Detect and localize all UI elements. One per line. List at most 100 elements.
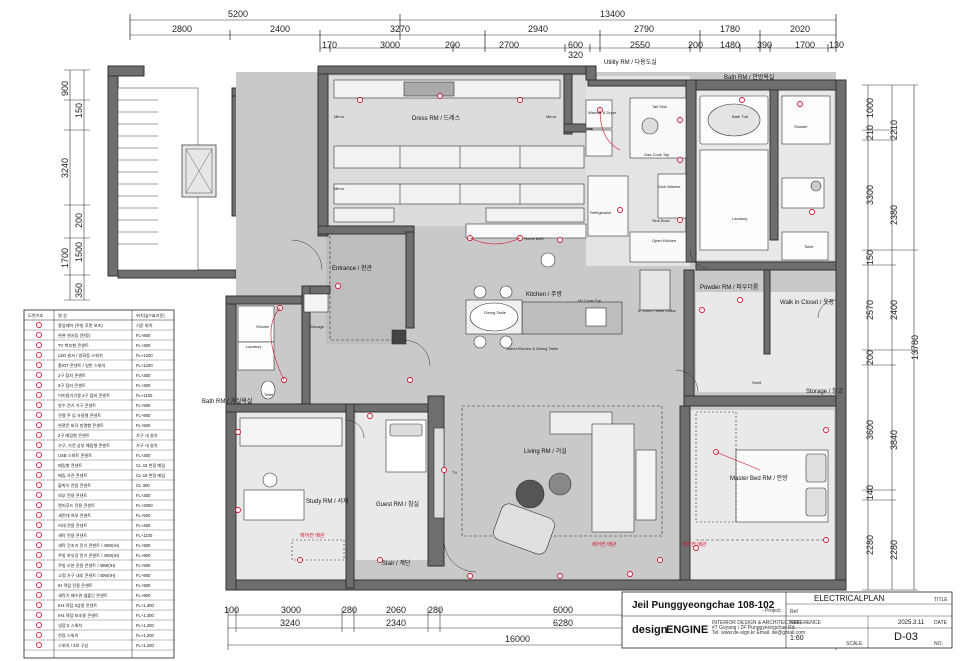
legend-item-name: 스위치 / 3로 구성 (58, 642, 88, 649)
room-labels: Dress RM / 드레스 Utility RM / 다용도실 Bath RM… (202, 58, 844, 567)
dim-right-3840: 3840 (889, 430, 899, 450)
outlet-marker (677, 217, 683, 223)
dim-top2-320: 320 (568, 50, 583, 60)
label-dining-table: Dining Table (484, 310, 507, 315)
svg-text:에어컨 배관: 에어컨 배관 (300, 532, 325, 539)
legend-item-position: FL+1,200 (136, 643, 154, 648)
legend-item-position: FL+300 (136, 383, 151, 388)
legend-symbol-icon (36, 582, 43, 589)
scale-label: SCALE (846, 641, 863, 647)
legend-item-name: 주방 오븐 전용 콘센트 / 40W(IH) (58, 562, 116, 569)
electrical-wires (270, 109, 761, 471)
legend-symbol-icon (36, 331, 43, 338)
legend-item-position: FL+2000 (136, 503, 153, 508)
brand-line-1: INTERIOR DESIGN & ARCHITECTURE (712, 620, 802, 626)
legend-item-name: 이미용기기용 2구 접지 콘센트 (58, 392, 110, 399)
legend-item-position: FL+900 (136, 543, 151, 548)
label-kitchen: Kitchen / 주방 (526, 290, 563, 298)
legend-item-name: 세탁 전용 콘센트 (58, 532, 87, 539)
brand-suffix: ENGINE (666, 624, 708, 636)
label-shelf: Shelf (752, 380, 762, 385)
dim-bot-280b: 280 (428, 605, 443, 615)
living-room-furniture (433, 405, 663, 555)
label-gas-cook: Gas Cook Top (644, 152, 670, 157)
legend-item-position: FL+900 (136, 413, 151, 418)
legend-symbol-icon (36, 361, 43, 368)
legend-symbol-icon (36, 632, 43, 639)
legend-symbol-icon (36, 491, 43, 498)
outlet-marker (377, 557, 383, 563)
utility-fixtures (465, 97, 687, 263)
legend-item-name: 가구, 가전 상부 매립형 콘센트 (58, 442, 110, 449)
legend-item-position: 기준 위치 (136, 322, 153, 329)
legend-symbol-icon (36, 542, 43, 549)
dim-right-2280b: 2280 (889, 540, 899, 560)
label-stair: Stair / 계단 (382, 559, 411, 567)
outlet-marker (699, 307, 705, 313)
legend-item-position: FL+1100 (136, 533, 153, 538)
dim-bot-100: 100 (224, 605, 239, 615)
dim-top-2790: 2790 (634, 24, 654, 34)
legend-symbol-icon (36, 522, 43, 529)
dim-top2-200b: 200 (688, 40, 703, 50)
legend-item-name: 현관문 바닥 방열형 콘센트 (58, 422, 104, 429)
dim-top-1780: 1780 (720, 24, 740, 34)
legend-item-position: FL+450 (136, 523, 151, 528)
fixture-labels: Shower Shower Storage Lavatory Lavatory … (246, 104, 814, 475)
legend-item-position: FL+1,300 (136, 603, 154, 608)
legend-item-name: LED 센서 / 방화등 스위치 (58, 352, 103, 359)
legend-item-position: FL+900 (136, 593, 151, 598)
label-home-bar: Home BAR (524, 236, 544, 241)
door-swings (291, 239, 837, 573)
legend-item-position: CL-15 천정 매립 (136, 462, 165, 469)
legend-symbol-icon (36, 501, 43, 508)
label-sink-bowl: Sink Bowl (652, 218, 670, 223)
legend-item-position: FL+1,200 (136, 623, 154, 628)
dim-top-2800: 2800 (172, 24, 192, 34)
label-oven: Open Kitchen (652, 238, 676, 243)
legend-item-name: 중앙제어 (주방 후면 보조) (58, 322, 103, 329)
right-dimension-labels: 1000 210 3300 150 2570 200 3600 140 2280… (865, 98, 920, 560)
ref-label: Ref (790, 609, 798, 615)
label-bath-tub: Bath Tub (732, 114, 749, 119)
no-label: NO. (934, 641, 943, 647)
dim-right-2280: 2280 (865, 535, 875, 555)
right-dimension-lines (862, 84, 918, 591)
label-lavatory-2: Lavatory (732, 216, 747, 221)
legend-symbol-icon (36, 562, 43, 569)
electrical-markers (235, 93, 829, 579)
dim-bot-280: 280 (342, 605, 357, 615)
outlet-marker (235, 429, 241, 435)
dim-left-900: 900 (60, 81, 70, 96)
ref-value: REFERENCE (790, 620, 822, 626)
legend-item-position: FL+900 (136, 553, 151, 558)
scale-value: 1:60 (790, 635, 804, 642)
dim-right-3600: 3600 (865, 420, 875, 440)
legend-symbol-icon (36, 461, 43, 468)
legend-item-position: CL-300 (136, 483, 150, 488)
label-study-room: Study RM / 서재 (306, 497, 348, 505)
dim-top-5200: 5200 (228, 9, 248, 19)
svg-text:에어컨 배관: 에어컨 배관 (682, 541, 707, 548)
outlet-marker (617, 207, 623, 213)
legend-item-name: 세면대 하부 콘센트 (58, 512, 91, 519)
outlet-marker (467, 573, 473, 579)
label-refrigerator: Refrigerator (590, 210, 612, 215)
legend-symbol-icon (36, 552, 43, 559)
dim-bot-3000: 3000 (281, 605, 301, 615)
outlet-marker (677, 117, 683, 123)
legend-item-position: FL+1200 (136, 363, 153, 368)
legend-item-name: 외부 전용 콘센트 (58, 492, 87, 499)
master-bath-fixtures (699, 95, 831, 261)
legend-item-name: IH4 쿡탑 보조용 콘센트 (58, 612, 99, 619)
legend-item-name: 비데 전용 콘센트 (58, 522, 87, 529)
legend-item-position: FL+1,300 (136, 613, 154, 618)
outlet-marker (557, 237, 563, 243)
label-lavatory: Lavatory (246, 344, 261, 349)
dim-right-1000: 1000 (865, 98, 875, 118)
legend-symbol-icon (36, 421, 43, 428)
legend-item-position: FL+1,200 (136, 633, 154, 638)
label-living-room: Living RM / 거실 (524, 447, 567, 455)
label-tv: TV (452, 470, 457, 475)
